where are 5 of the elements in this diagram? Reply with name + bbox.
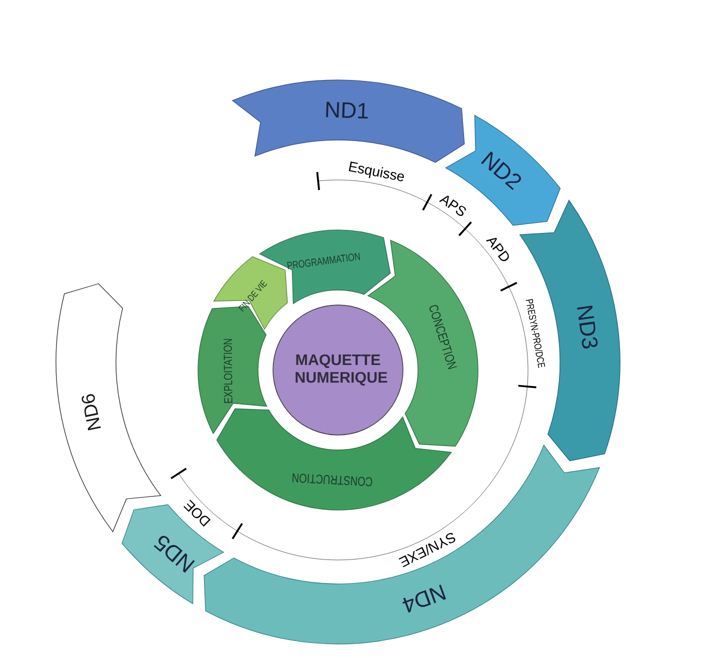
arrow-segment: FIN DE VIE <box>213 256 288 330</box>
phase-label: Esquisse <box>348 162 404 182</box>
arrow-segment: ND1 <box>232 80 465 163</box>
arrow-segment: CONSTRUCTION <box>216 408 452 510</box>
arrow-segment: ND6 <box>56 283 162 532</box>
